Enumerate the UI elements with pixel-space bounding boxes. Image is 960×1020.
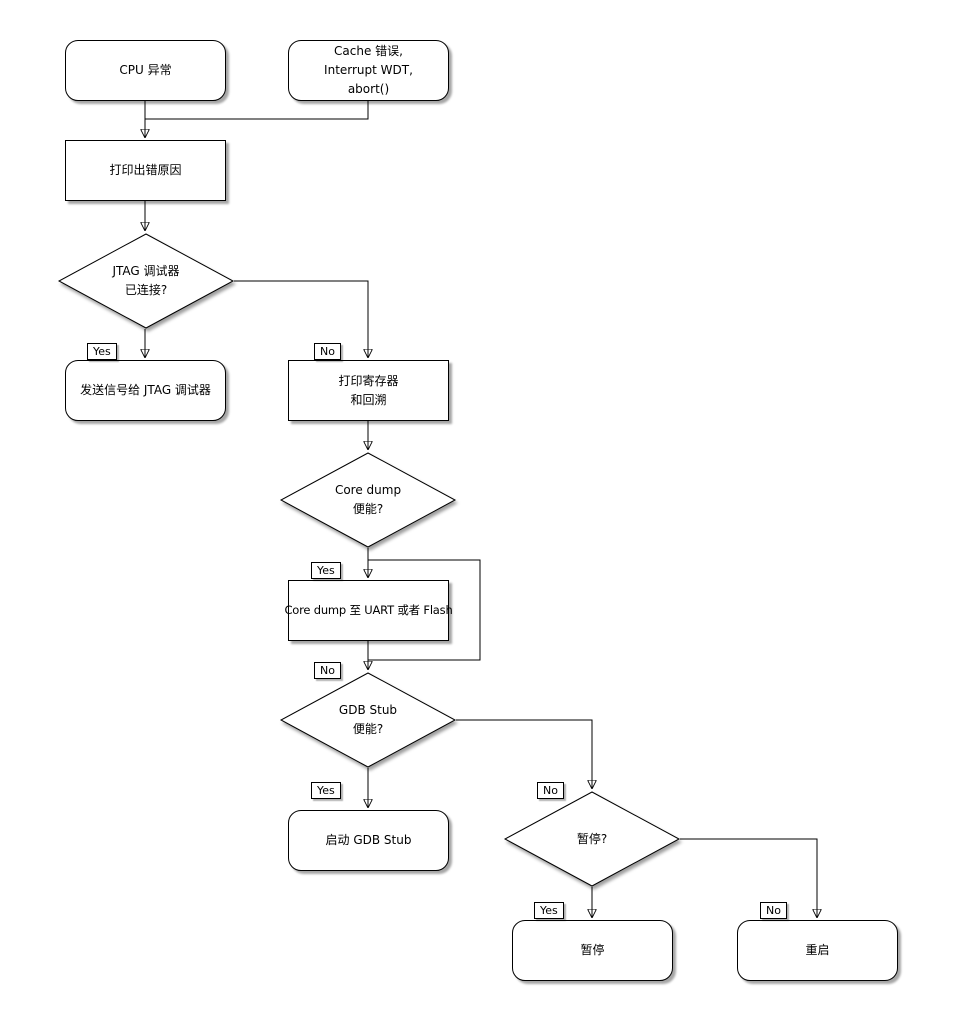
- node-label: 打印出错原因: [109, 163, 182, 177]
- branch-label-jtag-yes: Yes: [87, 343, 117, 360]
- decision-text: GDB Stub 便能?: [280, 672, 456, 768]
- decision-text: JTAG 调试器 已连接?: [58, 233, 234, 329]
- diamond-shape: [279, 452, 457, 548]
- branch-label-coredump-yes: Yes: [311, 562, 341, 579]
- connector-coredump-no-bypass: [368, 559, 481, 661]
- branch-label-coredump-no: No: [314, 662, 341, 679]
- branch-label-gdb-no: No: [537, 782, 564, 799]
- node-cache-error: Cache 错误, Interrupt WDT, abort(): [288, 40, 449, 101]
- node-reboot: 重启: [737, 920, 898, 981]
- node-print-registers: 打印寄存器 和回溯: [288, 360, 449, 421]
- decision-line: JTAG 调试器: [112, 264, 180, 278]
- decision-halt: 暂停?: [503, 791, 681, 887]
- decision-text: Core dump 便能?: [280, 452, 456, 548]
- decision-text: 暂停?: [504, 791, 680, 887]
- node-label-line: 和回溯: [350, 392, 387, 407]
- node-label-line: abort(): [347, 82, 390, 96]
- branch-label-gdb-yes: Yes: [311, 782, 341, 799]
- diamond-shape: [279, 672, 457, 768]
- node-label: 启动 GDB Stub: [325, 833, 412, 847]
- node-halt: 暂停: [512, 920, 673, 981]
- decision-jtag-connected: JTAG 调试器 已连接?: [57, 233, 235, 329]
- node-label-line: Interrupt WDT,: [324, 63, 413, 77]
- decision-line: Core dump: [334, 483, 402, 497]
- decision-line: 便能?: [352, 722, 384, 736]
- node-start-gdb-stub: 启动 GDB Stub: [288, 810, 449, 871]
- node-cpu-exception: CPU 异常: [65, 40, 226, 101]
- connector-cache-to-merge: [145, 100, 369, 120]
- node-label-line: Cache 错误,: [334, 44, 403, 58]
- node-label: 重启: [805, 943, 830, 957]
- decision-line: 暂停?: [576, 831, 608, 846]
- decision-gdb-stub-enabled: GDB Stub 便能?: [279, 672, 457, 768]
- decision-line: GDB Stub: [338, 703, 398, 717]
- node-coredump-to-uart-flash: Core dump 至 UART 或者 Flash: [284, 580, 453, 641]
- branch-label-halt-yes: Yes: [534, 902, 564, 919]
- decision-coredump-enabled: Core dump 便能?: [279, 452, 457, 548]
- connector-gdb-no: [456, 719, 592, 788]
- decision-line: 已连接?: [124, 283, 168, 297]
- node-print-error-reason: 打印出错原因: [65, 140, 226, 201]
- connector-jtag-no: [234, 280, 368, 357]
- diamond-shape: [57, 233, 235, 329]
- node-send-signal-jtag: 发送信号给 JTAG 调试器: [65, 360, 226, 421]
- decision-line: 便能?: [352, 502, 384, 516]
- branch-label-jtag-no: No: [314, 343, 341, 360]
- node-label: Core dump 至 UART 或者 Flash: [284, 603, 453, 617]
- node-label: 发送信号给 JTAG 调试器: [80, 383, 211, 397]
- connector-halt-no: [680, 838, 817, 917]
- diamond-shape: [503, 791, 681, 887]
- node-label: 暂停: [580, 943, 605, 957]
- node-label-line: 打印寄存器: [338, 373, 399, 388]
- node-label: CPU 异常: [119, 63, 172, 77]
- branch-label-halt-no: No: [760, 902, 787, 919]
